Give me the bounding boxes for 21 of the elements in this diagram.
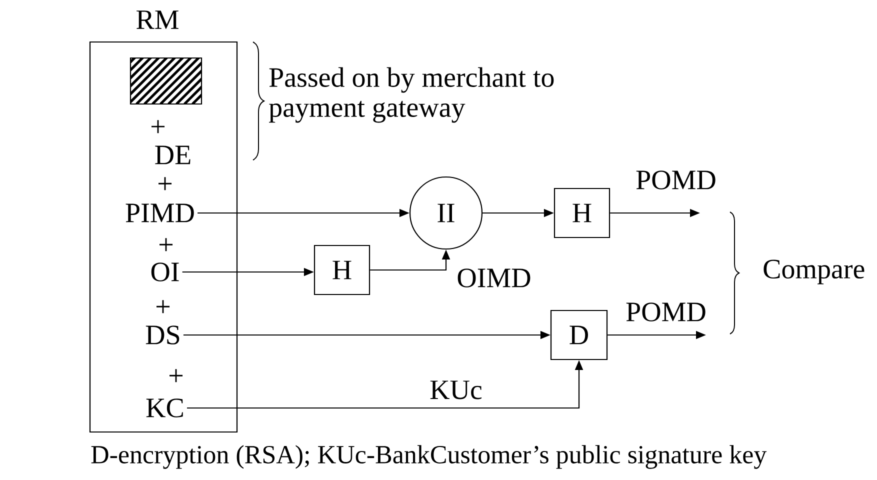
component-label: DE xyxy=(155,146,190,164)
plus-sign: + xyxy=(170,369,183,382)
caption: D-encryption (RSA); KUc-BankCustomer’s public signature key xyxy=(91,445,767,469)
component-label: KC xyxy=(146,398,183,418)
node-label: RM xyxy=(136,10,178,29)
plus-sign: + xyxy=(158,177,172,190)
plus-sign: + xyxy=(156,300,170,314)
edge-label: POMD xyxy=(624,302,708,322)
hatched-box xyxy=(130,57,202,105)
passage-note: Passed on by merchant to payment gateway xyxy=(269,67,554,123)
component-label: PIMD xyxy=(126,204,194,222)
edge-label: POMD xyxy=(634,170,718,190)
edge-label: KUc xyxy=(428,380,484,400)
process-box: D xyxy=(550,310,608,360)
edge-label: OIMD xyxy=(456,268,532,288)
plus-sign: + xyxy=(160,238,173,252)
compare-note: Compare xyxy=(764,260,864,284)
process-box: H xyxy=(554,188,610,238)
component-label: DS xyxy=(146,326,180,344)
component-label: OI xyxy=(151,262,179,282)
process-box: H xyxy=(314,244,370,296)
